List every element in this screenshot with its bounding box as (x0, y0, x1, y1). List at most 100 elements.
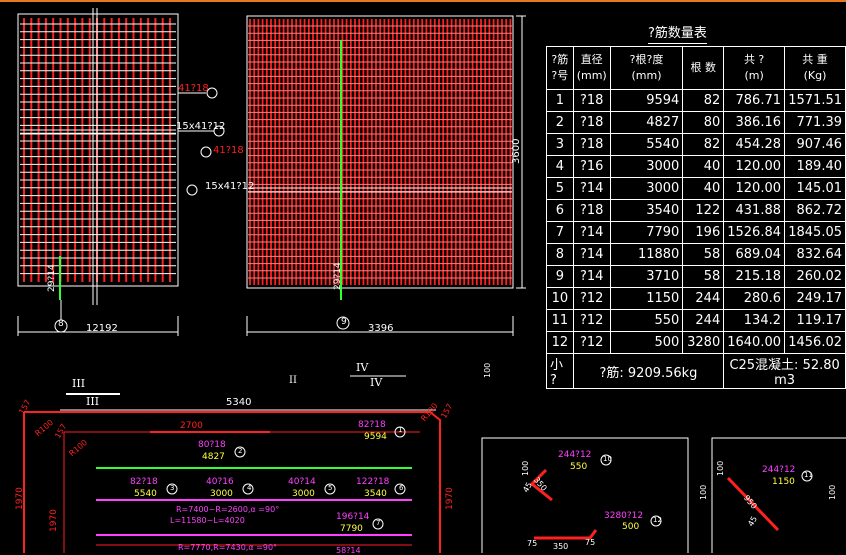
dim-2700: 2700 (180, 421, 203, 431)
row-length: 3000 (609, 177, 684, 200)
row-no: 8 (546, 243, 574, 266)
row-total-length: 215.18 (723, 265, 785, 288)
detail-a-dim-75b: 75 (585, 538, 596, 547)
bar2-len: 4827 (202, 452, 225, 462)
row-count: 40 (682, 177, 725, 200)
row-total-length: 786.71 (723, 89, 785, 112)
row-no: 1 (546, 89, 574, 112)
detail-a-circle-12 (650, 515, 662, 527)
bar-num-circle (242, 483, 254, 495)
bar-num-circle (394, 483, 406, 495)
row-count: 58 (682, 243, 725, 266)
bar11-num: 11 (804, 471, 813, 479)
row-total-length: 120.00 (723, 155, 785, 178)
row-total-weight: 1456.02 (784, 331, 846, 354)
detail-b-dim-100a: 100 (716, 460, 725, 476)
row-total-weight: 832.64 (784, 243, 846, 266)
bar1-len: 9594 (364, 432, 387, 442)
row-count: 3280 (682, 331, 725, 354)
row-count: 196 (682, 221, 725, 244)
row-total-length: 280.6 (723, 287, 785, 310)
table-header-row: ?筋?号 直径(mm) ?根?度(mm) 根 数 共 ?(m) 共 重(Kg) (546, 46, 846, 90)
row-count: 82 (682, 89, 725, 112)
callout-circle (206, 87, 218, 99)
row-total-length: 454.28 (723, 133, 785, 156)
row-total-length: 120.00 (723, 177, 785, 200)
bar12-len: 500 (622, 522, 640, 532)
header-diameter: 直径(mm) (572, 46, 611, 90)
row-total-weight: 260.02 (784, 265, 846, 288)
row-total-length: 386.16 (723, 111, 785, 134)
footer-steel: ?筋: 9209.56kg (572, 353, 725, 389)
right-marker-circle (336, 316, 350, 330)
left-callout-2: 15x41?12 (176, 121, 226, 132)
row-diameter: ?14 (572, 177, 611, 200)
bar3-qty: 82?18 (130, 477, 158, 487)
header-bar-no: ?筋?号 (546, 46, 574, 90)
row-total-length: 1526.84 (723, 221, 785, 244)
bar7-qty: 196?14 (336, 512, 370, 522)
left-plan-bars (20, 8, 176, 305)
bar12-num: 12 (653, 516, 662, 524)
row-count: 58 (682, 265, 725, 288)
left-callout-4: 15x41?12 (205, 181, 255, 192)
right-bottom-dim: 3396 (368, 323, 394, 334)
row-total-weight: 1845.05 (784, 221, 846, 244)
row-length: 500 (609, 331, 684, 354)
formula-3: R=7770,R=7430,α =90° (178, 543, 278, 552)
formula-2: L=11580~L=4020 (170, 516, 245, 525)
bar1-qty: 82?18 (358, 420, 386, 430)
row-length: 11880 (609, 243, 684, 266)
bar1-num: 1 (398, 426, 403, 434)
row-total-weight: 145.01 (784, 177, 846, 200)
detail-a-dim-100: 100 (521, 460, 530, 476)
row-total-weight: 1571.51 (784, 89, 846, 112)
drawing-annotations (17, 15, 846, 553)
window-top-border (0, 0, 846, 2)
bar-num-circle (394, 426, 406, 438)
elev-left-dim-1: 1970 (15, 487, 25, 510)
row-no: 6 (546, 199, 574, 222)
header-total-weight: 共 重(Kg) (784, 46, 846, 90)
section-mark-ii: II (289, 375, 297, 386)
row-count: 244 (682, 287, 725, 310)
callout-circle (186, 184, 198, 196)
row-no: 11 (546, 309, 574, 332)
row-total-weight: 862.72 (784, 199, 846, 222)
right-circle-label: 9 (341, 317, 347, 327)
bar-num-circle (166, 483, 178, 495)
bar5-num: 5 (328, 484, 333, 492)
row-count: 122 (682, 199, 725, 222)
bar-num-circle (372, 518, 384, 530)
row-diameter: ?14 (572, 265, 611, 288)
bar4-len: 3000 (210, 489, 233, 499)
callout-circle (200, 146, 212, 158)
detail-a-dim-75a: 75 (527, 539, 538, 548)
bar-num-circle (324, 483, 336, 495)
left-circle-label: 8 (58, 319, 64, 329)
detail-a-dim-350b: 350 (553, 542, 569, 551)
bar3-len: 5540 (134, 489, 157, 499)
row-length: 5540 (609, 133, 684, 156)
row-total-length: 1640.00 (723, 331, 785, 354)
row-length: 7790 (609, 221, 684, 244)
footer-label: 小 ? (546, 353, 574, 389)
bar10-len: 550 (570, 462, 588, 472)
row-length: 9594 (609, 89, 684, 112)
bar2-num: 2 (238, 447, 243, 455)
row-diameter: ?14 (572, 243, 611, 266)
row-diameter: ?14 (572, 221, 611, 244)
bar7-len: 7790 (340, 524, 363, 534)
left-callout-3: 41?18 (213, 145, 244, 156)
row-total-weight: 189.40 (784, 155, 846, 178)
